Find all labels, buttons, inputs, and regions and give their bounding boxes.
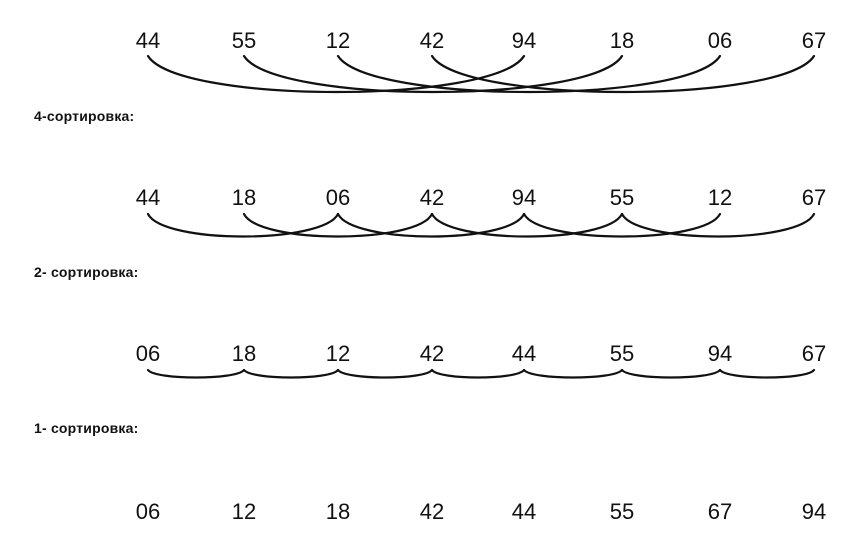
row-3-value-5: 44 (512, 341, 536, 366)
pass-label-1: 4-сортировка: (34, 108, 134, 124)
pass-3-arc-4 (430, 368, 526, 379)
pass-2-arc-1 (146, 212, 340, 238)
row-1-value-3: 12 (326, 28, 350, 53)
row-2-value-4: 42 (420, 185, 444, 210)
row-4-value-3: 18 (326, 499, 350, 524)
row-2-value-1: 44 (136, 185, 160, 210)
row-1-value-4: 42 (420, 28, 444, 53)
pass-label-2: 2- сортировка: (34, 264, 138, 280)
row-4-value-6: 55 (610, 499, 634, 524)
pass-2-arc-4 (430, 212, 624, 238)
pass-2-arc-5 (522, 212, 722, 238)
pass-3-arc-6 (620, 368, 722, 379)
row-2-value-7: 12 (708, 185, 732, 210)
row-1-value-6: 18 (610, 28, 634, 53)
row-4-value-7: 67 (708, 499, 732, 524)
row-3-value-4: 42 (420, 341, 444, 366)
pass-2-arc-6 (620, 212, 816, 238)
numbers-layer: 44 55 12 42 94 18 06 67 44 18 06 42 94 55 12 67 06 18 12 42… (136, 28, 826, 524)
row-2-value-6: 55 (610, 185, 634, 210)
pass-1-arc-1 (146, 54, 526, 94)
row-3-value-8: 67 (802, 341, 826, 366)
row-2-value-5: 94 (512, 185, 536, 210)
row-3-value-1: 06 (136, 341, 160, 366)
row-4-value-8: 94 (802, 499, 826, 524)
row-3-value-3: 12 (326, 341, 350, 366)
pass-3-arc-5 (522, 368, 624, 379)
row-2-value-2: 18 (232, 185, 256, 210)
row-2-value-3: 06 (326, 185, 350, 210)
pass-3-arc-1 (146, 368, 246, 379)
labels-layer: 4-сортировка: 2- сортировка: 1- сортировка… (34, 108, 138, 436)
row-2-value-8: 67 (802, 185, 826, 210)
arcs-layer (146, 54, 816, 379)
row-4-value-4: 42 (420, 499, 444, 524)
row-1-value-7: 06 (708, 28, 732, 53)
pass-1-arc-2 (242, 54, 624, 94)
row-3-value-7: 94 (708, 341, 732, 366)
pass-1-arc-3 (336, 54, 722, 94)
row-4-value-1: 06 (136, 499, 160, 524)
row-1-value-1: 44 (136, 28, 160, 53)
row-1-value-2: 55 (232, 28, 256, 53)
row-3-value-6: 55 (610, 341, 634, 366)
pass-3-arc-3 (336, 368, 434, 379)
row-4-value-5: 44 (512, 499, 536, 524)
pass-1-arc-4 (430, 54, 816, 94)
row-3-value-2: 18 (232, 341, 256, 366)
row-1-value-5: 94 (512, 28, 536, 53)
pass-2-arc-3 (336, 212, 526, 238)
pass-2-arc-2 (242, 212, 434, 238)
pass-label-3: 1- сортировка: (34, 420, 138, 436)
pass-3-arc-2 (242, 368, 340, 379)
row-1-value-8: 67 (802, 28, 826, 53)
row-4-value-2: 12 (232, 499, 256, 524)
pass-3-arc-7 (718, 368, 816, 379)
